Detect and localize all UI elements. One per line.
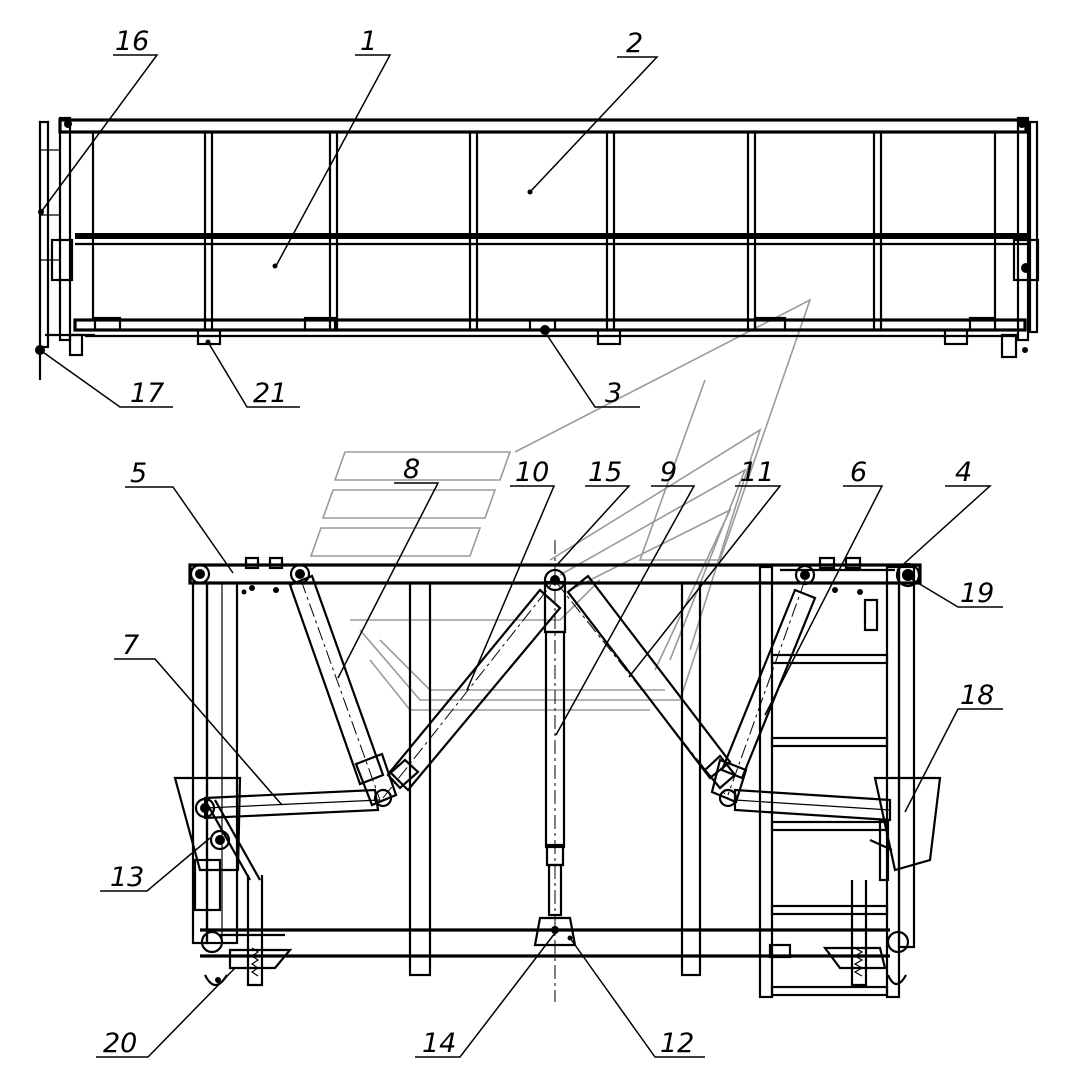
- left-column: [173, 581, 293, 987]
- leader-lines: [39, 54, 1003, 1058]
- callout-8: 8: [403, 454, 420, 485]
- top-left-pivot: [189, 556, 311, 595]
- callout-2: 2: [626, 28, 643, 59]
- callout-3: 3: [605, 378, 622, 409]
- callout-14: 14: [422, 1028, 456, 1059]
- callout-6: 6: [850, 457, 867, 488]
- callout-7: 7: [122, 630, 139, 661]
- callout-11: 11: [740, 457, 774, 488]
- cylinder-11: [555, 574, 738, 808]
- watermark-logo: [309, 298, 812, 711]
- callout-13: 13: [110, 862, 144, 893]
- callout-20: 20: [103, 1028, 137, 1059]
- arm-right: [733, 788, 892, 822]
- cylinder-10: [382, 579, 562, 799]
- centre-post-9: [533, 540, 577, 1002]
- right-column-ladder: [758, 565, 942, 999]
- arm-7: [194, 788, 381, 851]
- cylinder-right-upper: [710, 579, 817, 804]
- left-end-frame: [35, 116, 95, 380]
- top-right-pivot: [780, 556, 921, 595]
- callout-19: 19: [960, 578, 994, 609]
- callout-5: 5: [130, 458, 147, 489]
- body-posts: [91, 132, 997, 330]
- right-end-frame: [1000, 116, 1040, 359]
- callout-4: 4: [955, 457, 972, 488]
- callout-21: 21: [253, 378, 287, 409]
- body-side-view: [35, 116, 1040, 380]
- end-view: [173, 540, 942, 1002]
- callout-16: 16: [115, 26, 149, 57]
- callout-9: 9: [660, 457, 677, 488]
- callout-18: 18: [960, 680, 994, 711]
- hinge-lugs: [93, 316, 997, 346]
- callout-10: 10: [515, 457, 549, 488]
- callout-17: 17: [130, 378, 164, 409]
- callout-1: 1: [360, 26, 377, 57]
- callout-15: 15: [588, 457, 622, 488]
- cylinder-8: [288, 574, 398, 808]
- callout-labels: 1 2 16 17 21 3 5 8 10 15 9 11 6 4 19 7 1…: [103, 26, 994, 1059]
- callout-12: 12: [660, 1028, 694, 1059]
